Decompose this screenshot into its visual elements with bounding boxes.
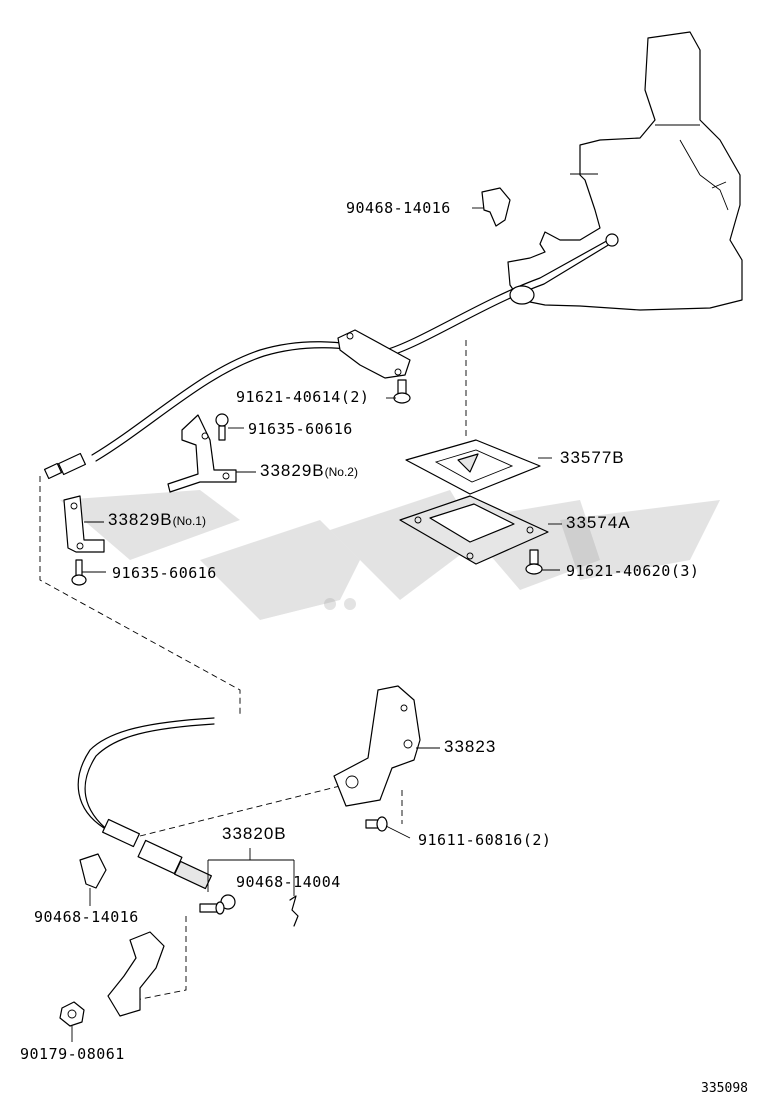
leader-lines xyxy=(71,207,562,1042)
label-cable-assy: 33820B xyxy=(222,824,287,843)
cover-plate-upper xyxy=(405,439,541,495)
upper-cable xyxy=(43,233,619,480)
pin-bolt xyxy=(199,901,225,915)
shift-lever-arm xyxy=(107,931,165,1017)
label-bracket-no1-sub: (No.1) xyxy=(172,514,206,528)
label-bracket-no2: 33829B(No.2) xyxy=(260,462,358,481)
label-clip-upper: 90468-14016 xyxy=(346,199,451,217)
bolt-bracket-no2 xyxy=(215,413,229,441)
label-plate-upper: 33577B xyxy=(560,448,625,467)
label-bracket-no1: 33829B(No.1) xyxy=(108,511,206,530)
label-bolt-no1: 91635-60616 xyxy=(112,564,217,582)
label-bracket-no2-number: 33829B xyxy=(260,461,325,480)
label-bracket-trans: 33823 xyxy=(444,737,497,756)
transmission-bracket xyxy=(333,685,421,807)
clip-lower xyxy=(79,853,107,889)
clip-cable xyxy=(289,895,299,927)
bolt-plate xyxy=(525,549,543,575)
cover-plate-lower xyxy=(399,495,549,565)
label-nut: 90179-08061 xyxy=(20,1045,125,1063)
label-bolt-trans: 91611-60816(2) xyxy=(418,831,552,849)
cable-clamp-upper xyxy=(337,329,411,379)
clip-upper xyxy=(481,187,511,227)
bolt-bracket-no1 xyxy=(71,559,87,586)
bolt-transmission xyxy=(365,816,388,832)
label-bolt-bracket: 91621-40614(2) xyxy=(236,388,370,406)
label-bracket-no2-sub: (No.2) xyxy=(324,465,358,479)
bracket-no2 xyxy=(167,414,237,493)
nut xyxy=(59,1001,85,1027)
bolt-upper xyxy=(393,379,411,404)
lower-cable xyxy=(77,717,236,910)
label-plate-lower: 33574A xyxy=(566,513,631,532)
label-bracket-no1-number: 33829B xyxy=(108,510,173,529)
label-clip-lower: 90468-14016 xyxy=(34,908,139,926)
label-bolt-no2: 91635-60616 xyxy=(248,420,353,438)
assembly-lines xyxy=(39,340,467,1001)
label-bolt-plate: 91621-40620(3) xyxy=(566,562,700,580)
bracket-no1 xyxy=(63,495,105,553)
shift-lever-housing xyxy=(507,31,743,311)
diagram-reference-number: 335098 xyxy=(701,1081,748,1096)
label-clip-cable: 90468-14004 xyxy=(236,873,341,891)
